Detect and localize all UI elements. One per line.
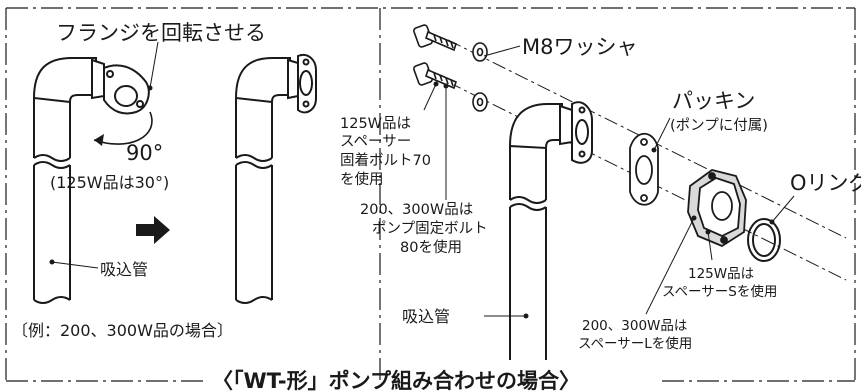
o-ring bbox=[747, 218, 781, 262]
spacer-s-line2: スペーサーSを使用 bbox=[662, 283, 777, 300]
angle-label: 90° bbox=[126, 141, 163, 165]
spacer-s-dot bbox=[705, 229, 711, 235]
washer-leader bbox=[483, 45, 521, 57]
packing-leader bbox=[653, 117, 671, 151]
rotate-leader-dot bbox=[147, 85, 153, 91]
suction-pipe-left-leader bbox=[51, 261, 99, 269]
transition-arrow bbox=[136, 216, 170, 244]
note-125-line4: を使用 bbox=[340, 171, 384, 188]
packing-note: (ポンプに付属) bbox=[670, 117, 768, 134]
note-200-line2: ポンプ固定ボルト bbox=[372, 220, 488, 237]
o-ring-leader bbox=[771, 195, 795, 223]
rotation-arrowhead bbox=[94, 134, 104, 146]
diagram-frame bbox=[5, 7, 856, 382]
packing-label: パッキン bbox=[672, 89, 755, 113]
bolt-upper bbox=[413, 24, 457, 52]
o-ring-dot bbox=[769, 219, 775, 225]
example-label: 〔例：200、300W品の場合〕 bbox=[12, 321, 233, 340]
bolt-lower bbox=[413, 62, 457, 90]
packing-dot bbox=[651, 147, 657, 153]
note-200-line1: 200、300W品は bbox=[360, 201, 473, 218]
note-200-dot bbox=[443, 83, 449, 89]
note-125-line1: 125W品は bbox=[340, 115, 411, 132]
washer-label: M8ワッシャ bbox=[522, 35, 637, 59]
suction-pipe-right-label: 吸込管 bbox=[402, 307, 450, 326]
washer-lower bbox=[472, 92, 488, 112]
washer-upper bbox=[472, 42, 488, 62]
angle-note: (125W品は30°) bbox=[50, 173, 169, 192]
pipe-with-flange-after bbox=[234, 54, 317, 304]
suction-pipe-right bbox=[508, 101, 593, 360]
diagram-title: 〈「WT-形」ポンプ組み合わせの場合〉 bbox=[212, 369, 580, 392]
note-125-dot bbox=[433, 81, 439, 87]
spacer-s-leader bbox=[707, 231, 713, 261]
spacer-l-dot bbox=[691, 215, 697, 221]
note-125-line3: 固着ボルト70 bbox=[340, 152, 431, 169]
spacer bbox=[687, 169, 747, 248]
spacer-s-line1: 125W品は bbox=[688, 266, 754, 282]
note-125-line2: スペーサー bbox=[340, 134, 411, 150]
spacer-l-line2: スペーサーLを使用 bbox=[578, 335, 692, 352]
spacer-l-leader bbox=[645, 217, 695, 315]
suction-pipe-right-dot bbox=[523, 313, 529, 319]
rotate-leader bbox=[149, 41, 159, 89]
spacer-l-line1: 200、300W品は bbox=[582, 318, 687, 334]
pipe-with-flange-before bbox=[32, 57, 150, 304]
suction-pipe-left-dot bbox=[49, 259, 55, 265]
rotation-arrow bbox=[93, 111, 153, 145]
rotate-flange-label: フランジを回転させる bbox=[56, 21, 266, 45]
packing-gasket bbox=[629, 132, 659, 206]
note-200-line3: 80を使用 bbox=[400, 239, 462, 256]
suction-pipe-left-label: 吸込管 bbox=[100, 260, 148, 279]
o-ring-label: Oリング bbox=[790, 171, 861, 195]
note-125-leader bbox=[423, 83, 437, 111]
